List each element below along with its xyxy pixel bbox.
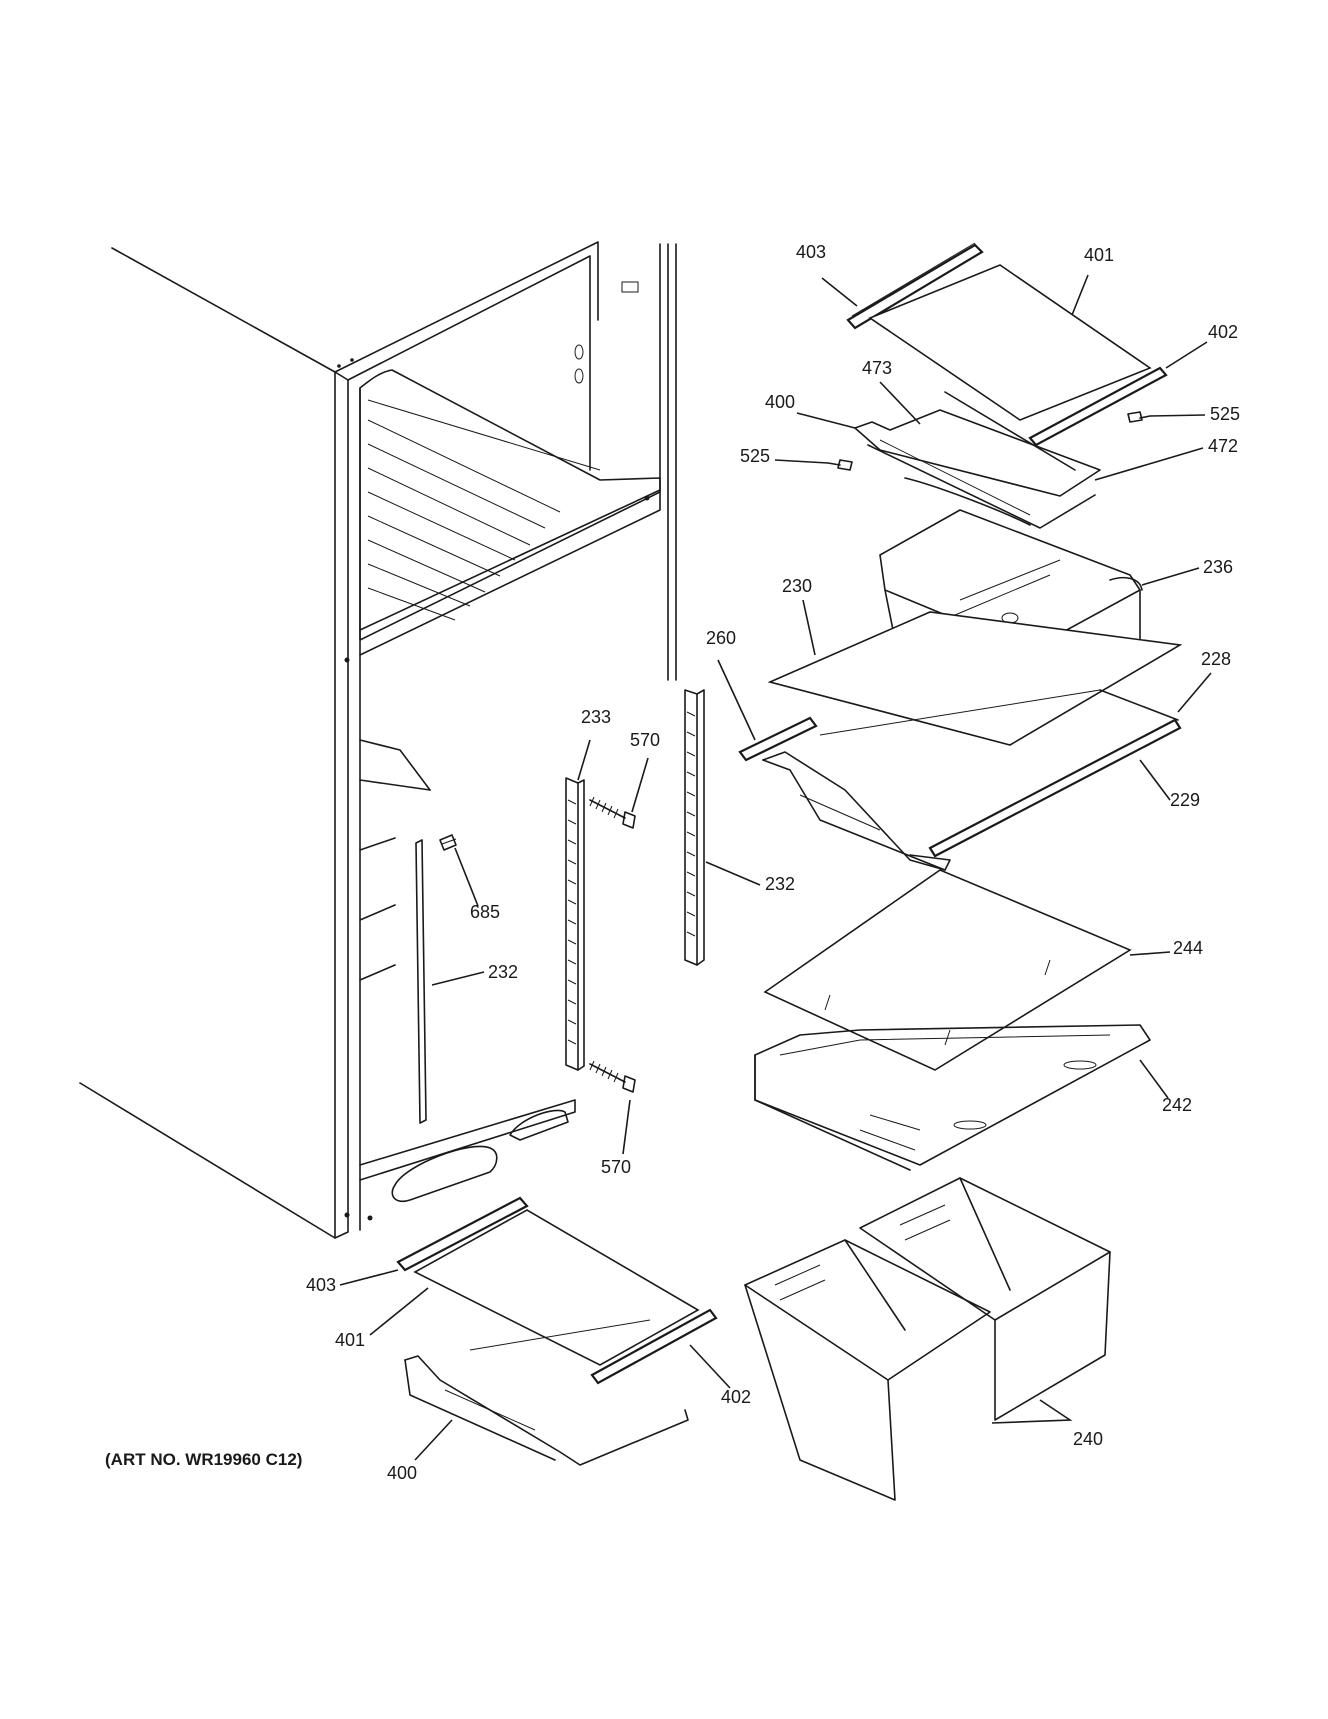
- callout-229: 229: [1170, 790, 1200, 810]
- callout-570-bottom: 570: [601, 1157, 631, 1177]
- shelf-ladder-232-left: [415, 839, 427, 1124]
- lower-shelf-assembly: [396, 1196, 718, 1466]
- callout-242: 242: [1162, 1095, 1192, 1115]
- callout-525-left: 525: [740, 446, 770, 466]
- callout-400-top: 400: [765, 392, 795, 412]
- screw-685: [439, 834, 457, 851]
- screw-525-left: [827, 459, 853, 471]
- callout-401-top: 401: [1084, 245, 1114, 265]
- callout-230: 230: [782, 576, 812, 596]
- callout-525-right: 525: [1210, 404, 1240, 424]
- screw-570-bottom: [589, 1060, 636, 1093]
- crisper-drawer-left: [744, 1239, 991, 1501]
- callout-labels: 403 401 402 473 400 525 525 472 236 230 …: [105, 242, 1240, 1483]
- callout-228: 228: [1201, 649, 1231, 669]
- callout-236: 236: [1203, 557, 1233, 577]
- leader-lines: [339, 274, 1212, 1461]
- callout-472: 472: [1208, 436, 1238, 456]
- callout-403-bottom: 403: [306, 1275, 336, 1295]
- callout-570-top: 570: [630, 730, 660, 750]
- crisper-frame: [754, 1024, 1151, 1171]
- upper-shelf-assembly: [827, 242, 1168, 529]
- callout-233: 233: [581, 707, 611, 727]
- callout-685: 685: [470, 902, 500, 922]
- callout-260: 260: [706, 628, 736, 648]
- callout-403-top: 403: [796, 242, 826, 262]
- callout-244: 244: [1173, 938, 1203, 958]
- shelf-ladder-232-right: [684, 689, 705, 966]
- callout-402-top: 402: [1208, 322, 1238, 342]
- shelf-ladder-233: [565, 777, 585, 1071]
- callout-232-right: 232: [765, 874, 795, 894]
- crisper-cover: [763, 869, 1132, 1071]
- callout-473: 473: [862, 358, 892, 378]
- cabinet-liner: [79, 241, 677, 1239]
- callout-240: 240: [1073, 1429, 1103, 1449]
- crisper-drawer-right: [859, 1177, 1111, 1421]
- middle-shelf-assembly: [738, 611, 1183, 871]
- callout-402-bottom: 402: [721, 1387, 751, 1407]
- screw-525-right: [1127, 411, 1151, 423]
- screw-570-top: [589, 796, 636, 829]
- art-number-label: (ART NO. WR19960 C12): [105, 1450, 302, 1469]
- callout-400-bottom: 400: [387, 1463, 417, 1483]
- callout-232-left: 232: [488, 962, 518, 982]
- callout-401-bottom: 401: [335, 1330, 365, 1350]
